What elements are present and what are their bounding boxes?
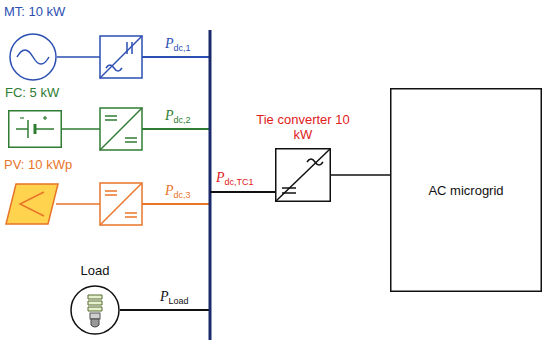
converter-box: Tie converter 10 kW (275, 148, 331, 202)
source-symbol: MT: 10 kW (9, 33, 57, 81)
dc-bus (209, 30, 212, 340)
node-outline (8, 110, 62, 148)
wire (62, 128, 100, 130)
node-label: MT: 10 kW (4, 4, 65, 19)
power-symbol: Pdc,2 (165, 108, 191, 128)
power-symbol: Pdc,1 (165, 36, 191, 56)
node-outline (70, 285, 120, 335)
wire (142, 128, 210, 130)
power-symbol: PLoad (160, 289, 189, 309)
node-label: Load (81, 263, 110, 278)
node-outline (9, 33, 57, 81)
source-symbol: Load (70, 285, 120, 335)
node-label: Tie converter 10 kW (253, 112, 353, 142)
node-label: AC microgrid (426, 183, 506, 198)
wire (142, 56, 210, 58)
source-symbol: FC: 5 kW (8, 110, 62, 148)
node-outline (275, 148, 331, 202)
wire (142, 203, 210, 205)
dc-dc-converter (100, 183, 142, 225)
dc-dc-converter (100, 108, 142, 150)
node-label: PV: 10 kWp (4, 157, 72, 172)
source-symbol: PV: 10 kWp (4, 182, 60, 226)
power-symbol: Pdc,TC1 (216, 170, 254, 190)
power-symbol: Pdc,3 (165, 183, 191, 203)
node-label: FC: 5 kW (5, 85, 59, 100)
wire (210, 191, 275, 193)
ac-dc-converter (100, 36, 142, 78)
wire (57, 56, 100, 58)
node-outline (4, 182, 60, 226)
microgrid-box: AC microgrid (390, 88, 542, 292)
wire (56, 203, 100, 205)
ac-link (331, 175, 390, 176)
wire (120, 309, 210, 311)
